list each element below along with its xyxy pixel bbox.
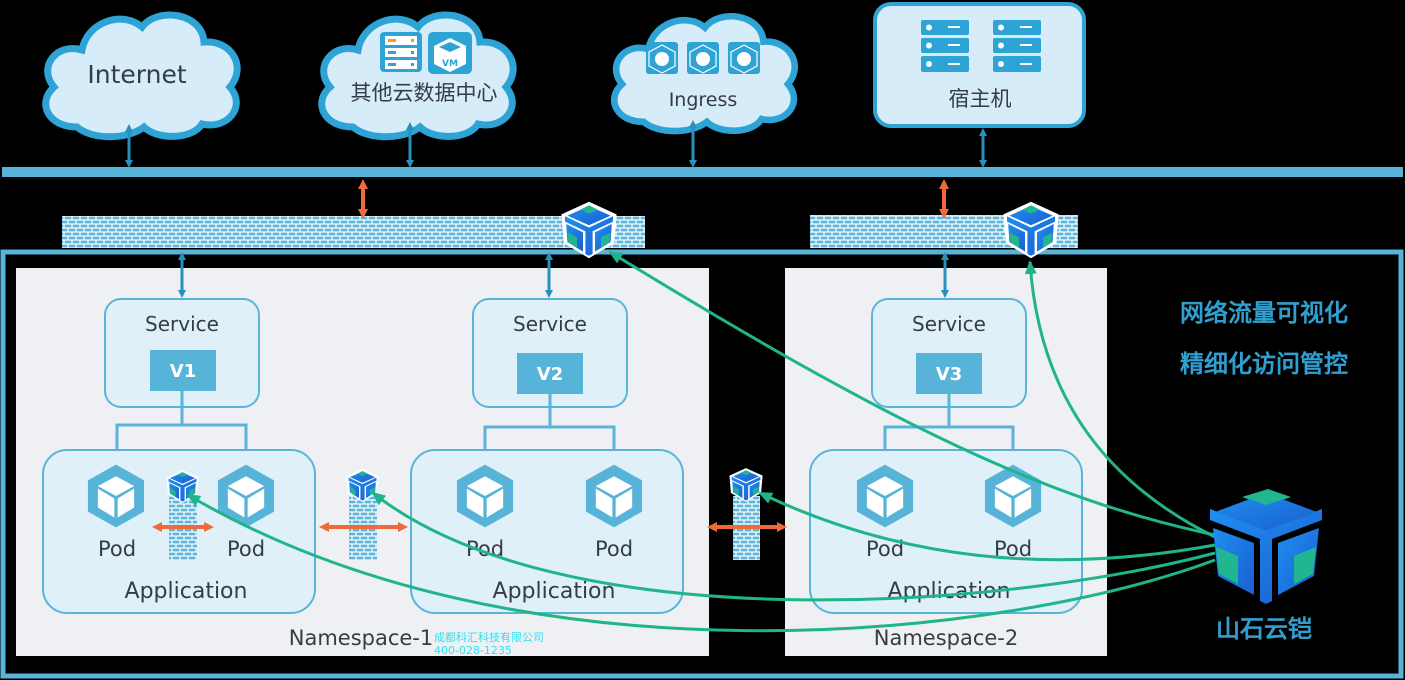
server-rack-icon (380, 32, 422, 72)
host-label: 宿主机 (949, 87, 1012, 111)
ingress-node-icon (728, 42, 760, 74)
internet-cloud: Internet (46, 15, 237, 137)
application-v2: Pod Pod Application (410, 449, 684, 614)
other-datacenter-label: 其他云数据中心 (351, 81, 498, 105)
uplink-arrows (125, 120, 987, 168)
ingress-node-icon (687, 42, 719, 74)
version-badge (150, 350, 216, 391)
management-links (186, 250, 1216, 633)
management-link (608, 250, 1216, 537)
ingress-label: Ingress (669, 89, 738, 111)
application-label: Application (125, 579, 248, 604)
version-badge (517, 353, 583, 394)
brand-name: 山石云铠 (1216, 615, 1312, 643)
management-link (758, 491, 1216, 562)
internet-label: Internet (87, 60, 186, 89)
service-pod-link (483, 394, 616, 452)
service-v1: Service V1 (104, 298, 260, 452)
service-title: Service (912, 312, 986, 336)
service-title: Service (145, 312, 219, 336)
management-link (371, 491, 1216, 602)
service-v3: Service V3 (871, 298, 1027, 462)
pod-label: Pod (595, 537, 633, 561)
namespace-1-label: Namespace-1 (289, 626, 434, 650)
network-bus (2, 167, 1403, 177)
pod-label: Pod (227, 537, 265, 561)
service-title: Service (513, 312, 587, 336)
host-server-icon (921, 20, 969, 72)
pod-firewall-1 (152, 470, 214, 560)
version-label: V1 (170, 361, 196, 382)
version-badge (916, 353, 982, 394)
application-v3: Pod Pod Application (809, 449, 1083, 614)
vm-label: VM (442, 59, 458, 69)
brand-logo: 山石云铠 (1210, 489, 1322, 643)
version-label: V3 (936, 364, 962, 385)
management-link (186, 493, 1216, 633)
feature-access-control: 精细化访问管控 (1180, 350, 1348, 378)
firewall-namespace-1 (62, 216, 645, 248)
ingress-icons (646, 42, 760, 74)
version-label: V2 (537, 364, 563, 385)
namespace-2-label: Namespace-2 (874, 626, 1019, 650)
ingress-node-icon (646, 42, 678, 74)
watermark-phone: 400-028-1235 (434, 644, 512, 657)
service-v2: Service V2 (472, 298, 628, 452)
watermark-company: 成都科汇科技有限公司 (434, 630, 544, 644)
logo-top-face (1215, 493, 1317, 530)
logo-t-shape (1210, 509, 1322, 604)
service-pod-link (883, 394, 1015, 462)
namespace-firewall (707, 468, 787, 560)
host-server-icon (993, 20, 1041, 72)
app-firewall-1 (319, 469, 408, 560)
management-link (1024, 260, 1216, 539)
other-datacenter-cloud: VM 其他云数据中心 (322, 15, 513, 137)
host-box: 宿主机 (873, 2, 1086, 128)
pod-label: Pod (98, 537, 136, 561)
vm-icon: VM (428, 32, 472, 74)
application-label: Application (493, 579, 616, 604)
ingress-cloud: Ingress (614, 16, 795, 131)
service-pod-link (115, 391, 248, 452)
cluster-border (0, 249, 1404, 679)
feature-traffic-visibility: 网络流量可视化 (1180, 299, 1348, 327)
